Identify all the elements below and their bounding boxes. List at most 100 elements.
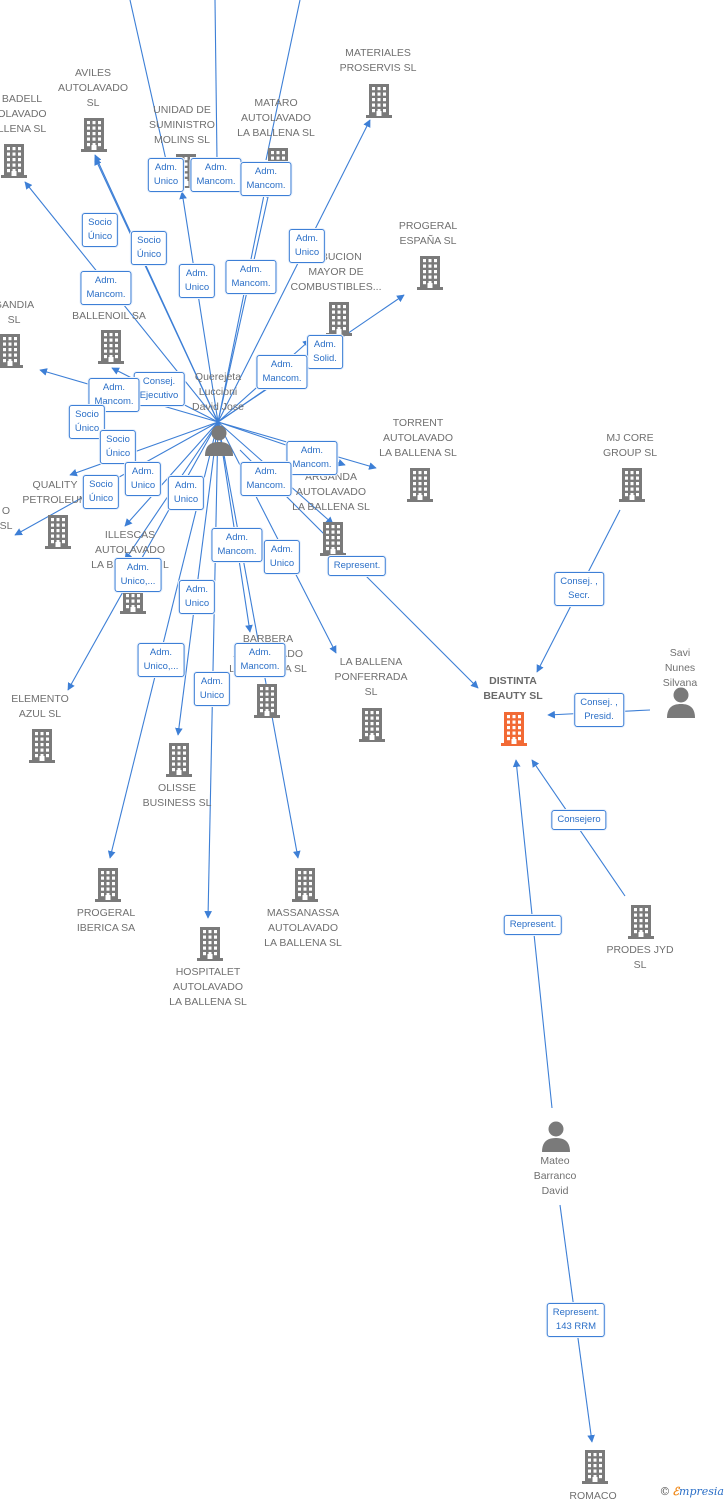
building-icon bbox=[407, 468, 433, 502]
person-label: Savi Nunes Silvana bbox=[662, 647, 698, 689]
role-label[interactable]: Consej. , Presid. bbox=[574, 693, 624, 727]
role-label[interactable]: Adm. Mancom. bbox=[286, 441, 338, 475]
person-icon bbox=[667, 687, 695, 718]
building-icon bbox=[501, 712, 527, 746]
company-label: MATARO AUTOLAVADO LA BALLENA SL bbox=[237, 97, 315, 139]
role-label[interactable]: Socio Único bbox=[81, 213, 119, 247]
company-label: BADELL OLAVADO LLENA SL bbox=[0, 93, 47, 135]
company-label: AVILES AUTOLAVADO SL bbox=[57, 67, 129, 109]
building-icon bbox=[98, 330, 124, 364]
building-icon bbox=[166, 743, 192, 777]
role-label[interactable]: Socio Único bbox=[130, 231, 168, 265]
relationship-edge bbox=[69, 421, 219, 477]
role-label[interactable]: Adm. Unico,... bbox=[114, 558, 162, 592]
role-label[interactable]: Adm. Mancom. bbox=[240, 162, 292, 196]
company-label: QUALITY PETROLEUM bbox=[22, 479, 88, 506]
role-label[interactable]: Adm. Mancom. bbox=[256, 355, 308, 389]
person-icon bbox=[205, 425, 233, 456]
building-icon bbox=[628, 905, 654, 939]
building-icon bbox=[81, 118, 107, 152]
building-icon bbox=[1, 144, 27, 178]
role-label[interactable]: Socio Único bbox=[99, 430, 137, 464]
building-icon bbox=[359, 708, 385, 742]
company-label: MATERIALES PROSERVIS SL bbox=[339, 47, 417, 74]
company-label: GANDIA SL bbox=[0, 299, 35, 326]
building-icon bbox=[366, 84, 392, 118]
building-icon bbox=[417, 256, 443, 290]
building-icon bbox=[619, 468, 645, 502]
company-label: HOSPITALET AUTOLAVADO LA BALLENA SL bbox=[169, 966, 247, 1008]
company-label: UNIDAD DE SUMINISTRO MOLINS SL bbox=[149, 104, 215, 146]
person-label: Querejeta Luccioni David Jose bbox=[192, 371, 244, 413]
building-icon bbox=[45, 515, 71, 549]
copyright-symbol: © bbox=[659, 1485, 671, 1498]
role-label[interactable]: Consejero bbox=[551, 810, 607, 830]
relationship-edge bbox=[217, 189, 268, 423]
company-label: MJ CORE GROUP SL bbox=[602, 432, 658, 459]
role-label[interactable]: Socio Único bbox=[68, 405, 106, 439]
relationship-edge bbox=[129, 0, 167, 161]
role-label[interactable]: Represent. 143 RRM bbox=[546, 1303, 606, 1337]
role-label[interactable]: Adm. Unico bbox=[167, 476, 205, 510]
company-label: LA BALLENA PONFERRADA SL bbox=[334, 656, 408, 698]
company-label: ARGANDA AUTOLAVADO LA BALLENA SL bbox=[292, 471, 370, 513]
company-label: PROGERAL ESPAÑA SL bbox=[398, 220, 458, 247]
company-label: OLISSE BUSINESS SL bbox=[142, 782, 212, 809]
building-icon bbox=[326, 302, 352, 336]
role-label[interactable]: Adm. Mancom. bbox=[190, 158, 242, 192]
relationship-edge bbox=[175, 421, 219, 736]
relationship-edge bbox=[217, 421, 253, 633]
company-label: ROMACO bbox=[569, 1490, 617, 1500]
building-icon bbox=[292, 868, 318, 902]
company-label: TORRENT AUTOLAVADO LA BALLENA SL bbox=[379, 417, 457, 459]
role-label[interactable]: Consej. , Secr. bbox=[554, 572, 604, 606]
role-label[interactable]: Adm. Solid. bbox=[307, 335, 343, 369]
brand-name: mpresia bbox=[679, 1485, 724, 1498]
company-label: PRODES JYD SL bbox=[606, 944, 674, 971]
building-icon bbox=[0, 334, 23, 368]
role-label[interactable]: Adm. Mancom. bbox=[225, 260, 277, 294]
person-label: Mateo Barranco David bbox=[533, 1155, 577, 1197]
role-label[interactable]: Adm. Mancom. bbox=[80, 271, 132, 305]
building-icon bbox=[197, 927, 223, 961]
role-label[interactable]: Adm. Mancom. bbox=[211, 528, 263, 562]
relationship-edge bbox=[217, 421, 337, 654]
company-label: MASSANASSA AUTOLAVADO LA BALLENA SL bbox=[264, 907, 342, 949]
company-label: BALLENOIL SA bbox=[72, 310, 146, 322]
relationship-edge bbox=[217, 187, 273, 423]
building-icon bbox=[582, 1450, 608, 1484]
relationship-edge bbox=[214, 0, 218, 161]
relationship-edge bbox=[204, 421, 219, 919]
role-label[interactable]: Adm. Unico bbox=[147, 158, 185, 192]
relationship-edge bbox=[94, 157, 219, 423]
empresia-logo: ©ℰmpresia bbox=[659, 1485, 724, 1498]
relationship-edge bbox=[124, 421, 219, 527]
role-label[interactable]: Adm. Unico bbox=[193, 672, 231, 706]
person-icon bbox=[542, 1121, 570, 1152]
role-label[interactable]: Adm. Unico bbox=[124, 462, 162, 496]
role-label[interactable]: Adm. Unico bbox=[288, 229, 326, 263]
relationship-edge bbox=[217, 119, 371, 423]
company-label: PROGERAL IBERICA SA bbox=[76, 907, 136, 934]
role-label[interactable]: Adm. Unico bbox=[178, 580, 216, 614]
role-label[interactable]: Represent. bbox=[503, 915, 563, 935]
role-label[interactable]: Adm. Mancom. bbox=[240, 462, 292, 496]
role-label[interactable]: Represent. bbox=[327, 556, 387, 576]
role-label[interactable]: Socio Único bbox=[82, 475, 120, 509]
relationship-edge bbox=[217, 421, 301, 859]
role-label[interactable]: Adm. Unico bbox=[178, 264, 216, 298]
company-label: O SL bbox=[0, 505, 13, 532]
company-label: DISTINTA BEAUTY SL bbox=[483, 675, 543, 702]
role-label[interactable]: Adm. Mancom. bbox=[234, 643, 286, 677]
building-icon bbox=[29, 729, 55, 763]
role-label[interactable]: Consej. Ejecutivo bbox=[133, 372, 185, 406]
role-label[interactable]: Adm. Unico,... bbox=[137, 643, 185, 677]
building-icon bbox=[95, 868, 121, 902]
building-icon bbox=[320, 522, 346, 556]
building-icon bbox=[254, 684, 280, 718]
relationship-edge bbox=[67, 421, 219, 691]
brand-initial: ℰ bbox=[672, 1485, 680, 1498]
role-label[interactable]: Adm. Unico bbox=[263, 540, 301, 574]
relationship-edge bbox=[265, 0, 301, 161]
relationship-edge bbox=[179, 191, 219, 423]
